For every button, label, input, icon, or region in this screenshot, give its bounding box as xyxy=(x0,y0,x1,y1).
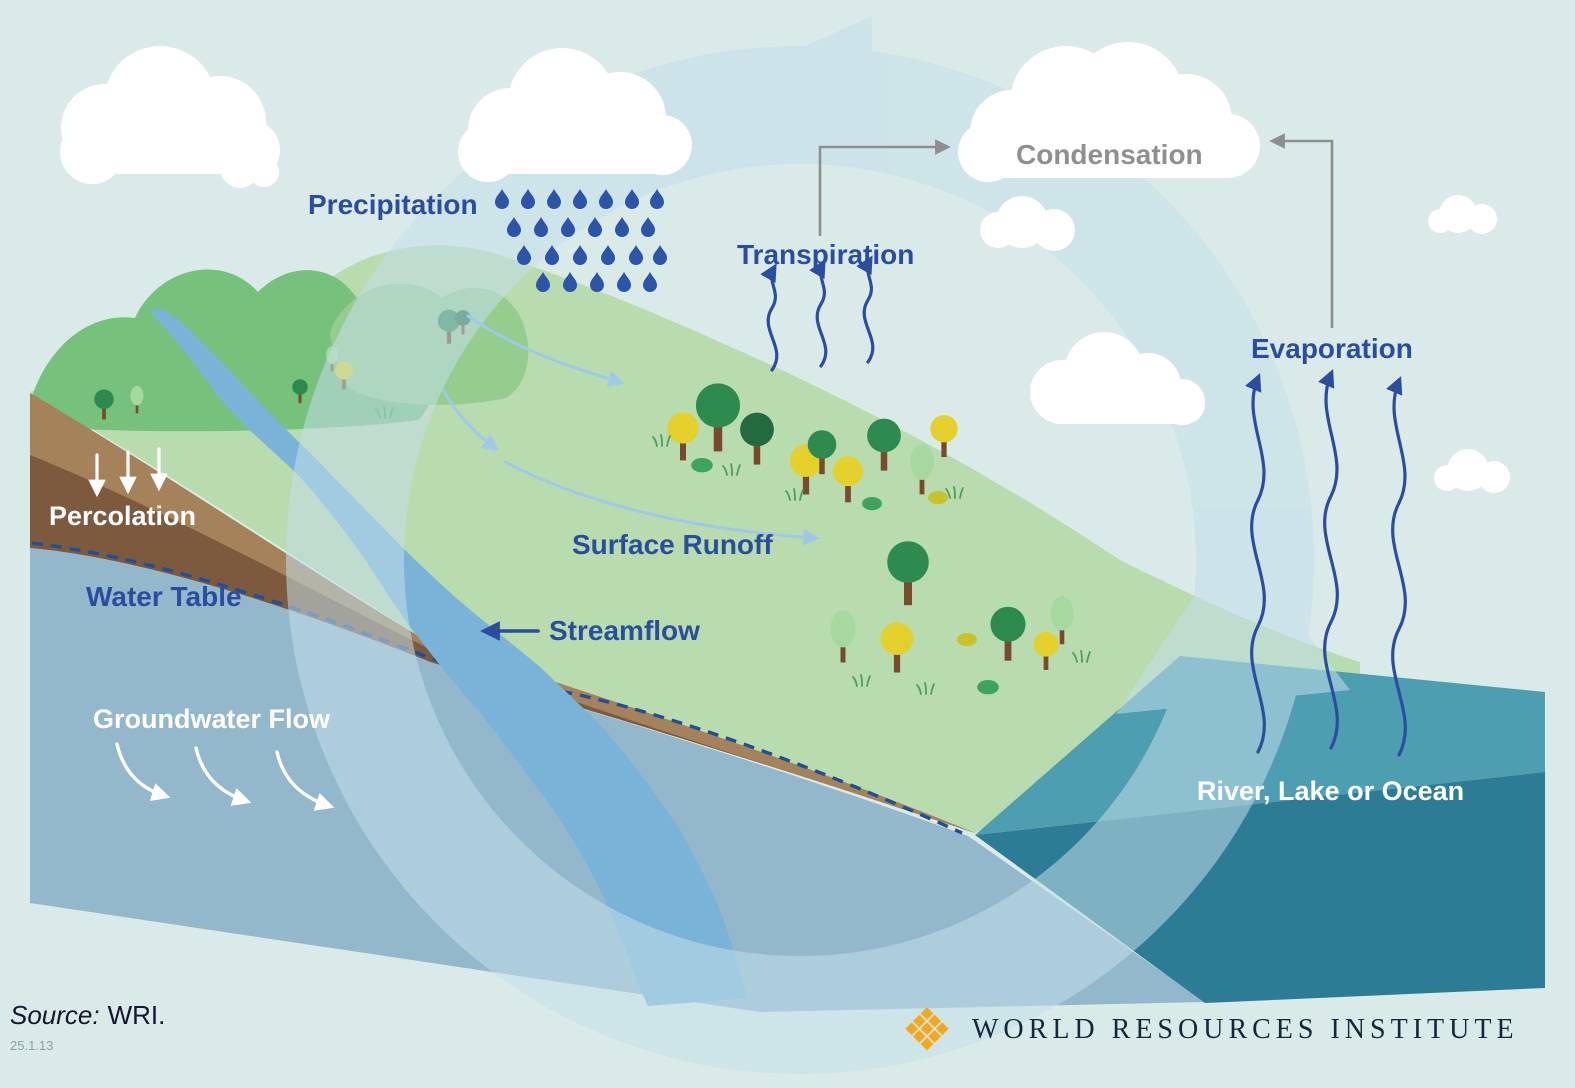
small-cloud xyxy=(1434,449,1510,493)
groundwater-flow-label: Groundwater Flow xyxy=(93,704,331,734)
cycle-arrowhead-left xyxy=(712,16,872,164)
source-credit: Source: WRI. xyxy=(10,1000,165,1031)
streamflow-label: Streamflow xyxy=(549,615,700,646)
groundwater-flow-arrows xyxy=(115,742,335,811)
river xyxy=(149,308,748,1006)
wri-logo-icon xyxy=(905,1007,949,1051)
transpiration-label: Transpiration xyxy=(737,239,915,270)
cycle-arrowhead-up xyxy=(1116,538,1350,714)
org-name: WORLD RESOURCES INSTITUTE xyxy=(972,1014,1519,1045)
evaporation-label: Evaporation xyxy=(1251,333,1413,364)
water-table-label: Water Table xyxy=(86,581,242,612)
condensation-label: Condensation xyxy=(1016,139,1203,170)
surface-runoff-arrows xyxy=(441,314,820,546)
river-lake-ocean-label: River, Lake or Ocean xyxy=(1197,776,1465,806)
clouds xyxy=(60,42,1510,493)
condensation-arrows xyxy=(818,133,1334,328)
condensation-cloud xyxy=(958,42,1260,251)
cloud xyxy=(60,46,280,188)
source-prefix: Source: xyxy=(10,1000,100,1030)
wri-brand: WORLD RESOURCES INSTITUTE xyxy=(900,1003,1519,1057)
precipitation-label: Precipitation xyxy=(308,189,478,220)
small-cloud xyxy=(1428,195,1497,234)
percolation-label: Percolation xyxy=(49,501,197,531)
percolation-arrows xyxy=(88,447,168,498)
cloud xyxy=(458,48,692,182)
evaporation-arrows xyxy=(1245,369,1407,757)
surface-runoff-label: Surface Runoff xyxy=(572,529,773,560)
source-value: WRI. xyxy=(107,1000,166,1030)
transpiration-arrows xyxy=(760,255,875,372)
cycle-ring xyxy=(286,16,1350,1074)
figure-number: 25.1.13 xyxy=(10,1038,54,1053)
cloud xyxy=(1030,332,1205,425)
